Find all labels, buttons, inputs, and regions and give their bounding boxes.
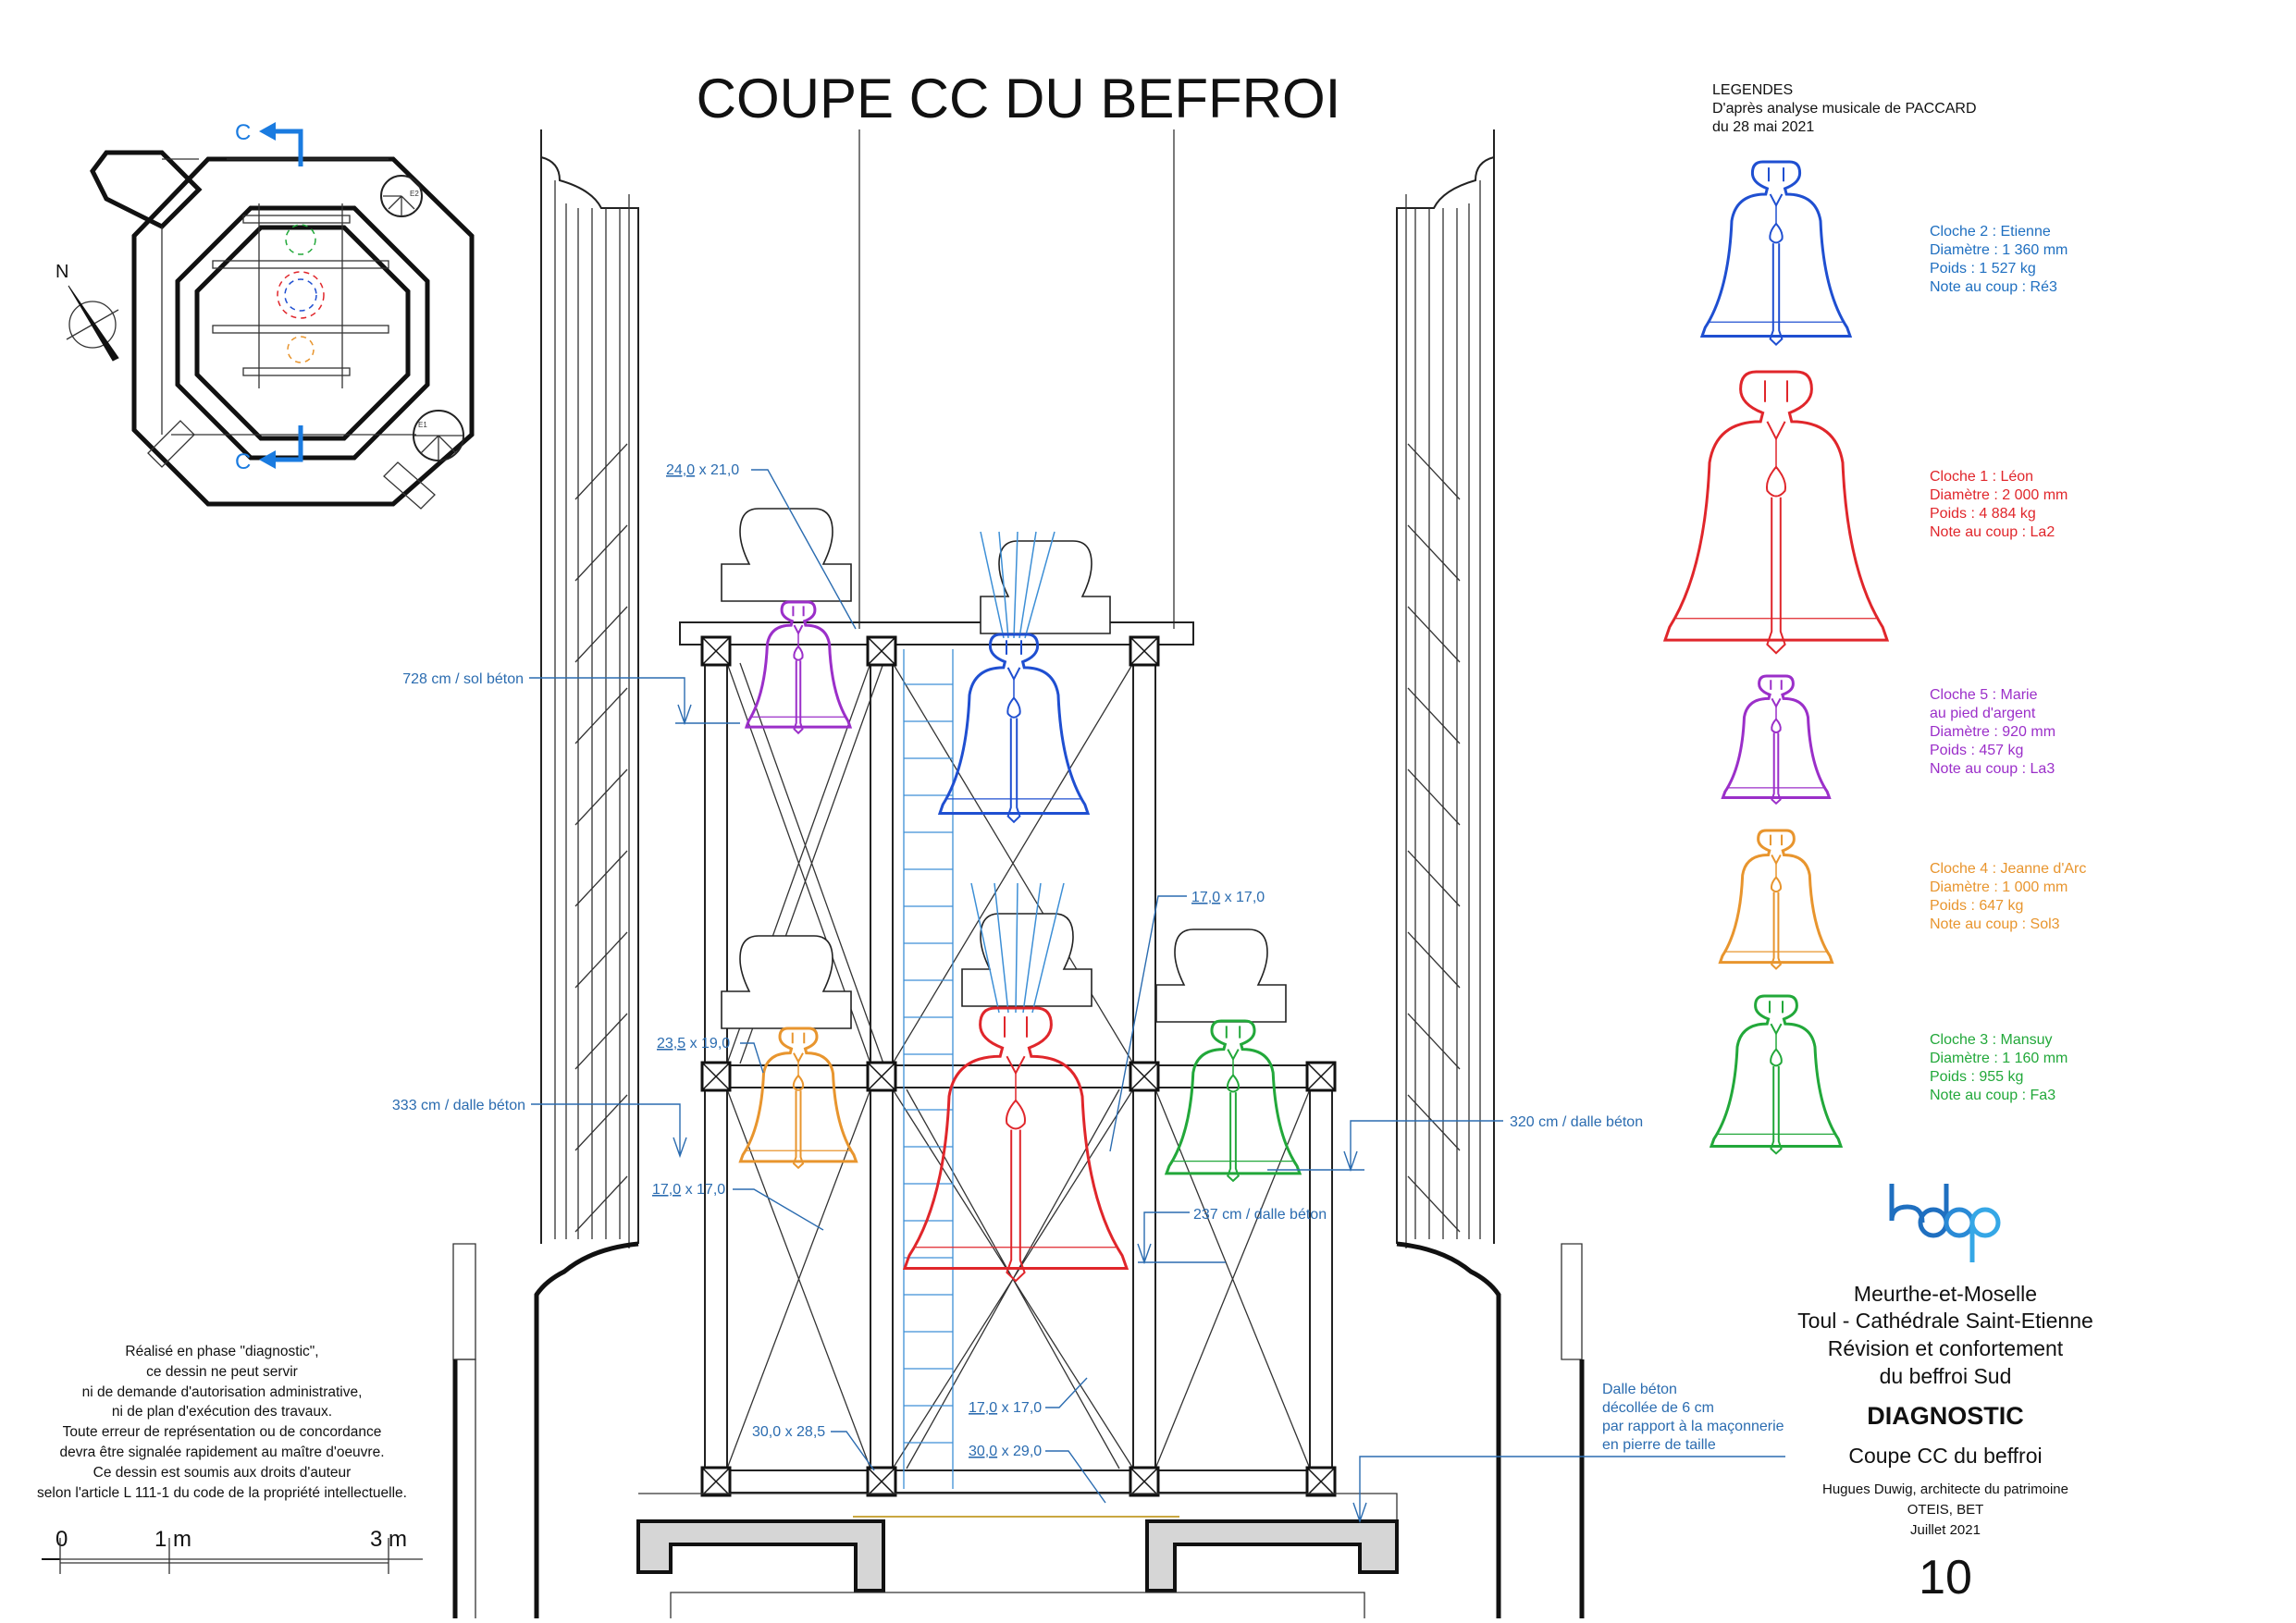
svg-text:Juillet 2021: Juillet 2021 [1910, 1522, 1981, 1538]
svg-text:Diamètre : 920 mm: Diamètre : 920 mm [1930, 724, 2055, 740]
right-wall [1396, 129, 1585, 1618]
svg-text:Cloche 5 : Marie: Cloche 5 : Marie [1930, 687, 2038, 703]
dim-30x28-5: 30,0 x 28,5 [752, 1424, 825, 1440]
dim-17x17-top: 17,0 x 17,0 [1191, 890, 1265, 905]
svg-text:Note au coup : La3: Note au coup : La3 [1930, 761, 2055, 777]
stair-tower-e1: E1 [413, 410, 464, 461]
svg-text:Note au coup : Sol3: Note au coup : Sol3 [1930, 916, 2060, 932]
svg-text:LEGENDES: LEGENDES [1712, 82, 1793, 98]
stair-tower-e2: E2 [380, 175, 423, 217]
dim-333-dalle: 333 cm / dalle béton [392, 1098, 525, 1113]
drawing-title: COUPE CC DU BEFFROI [697, 68, 1341, 129]
svg-text:1 m: 1 m [154, 1527, 191, 1552]
svg-text:Meurthe-et-Moselle: Meurthe-et-Moselle [1854, 1282, 2037, 1306]
dim-23-5x19: 23,5 x 19,0 [657, 1036, 730, 1051]
svg-text:Cloche 3 : Mansuy: Cloche 3 : Mansuy [1930, 1032, 2053, 1048]
svg-text:0: 0 [56, 1527, 68, 1552]
bell-frame [636, 508, 1399, 1618]
concrete-slab [636, 1493, 1399, 1618]
dim-320-dalle: 320 cm / dalle béton [1510, 1114, 1643, 1130]
svg-text:ce dessin ne peut servir: ce dessin ne peut servir [146, 1364, 298, 1380]
legend-bell-5-marie: Cloche 5 : Marie au pied d'argent Diamèt… [1721, 674, 2055, 805]
legend-bell-3-mansuy: Cloche 3 : Mansuy Diamètre : 1 160 mm Po… [1711, 996, 2068, 1153]
dim-17x17-left: 17,0 x 17,0 [652, 1182, 725, 1198]
svg-text:Poids : 647 kg: Poids : 647 kg [1930, 898, 2023, 914]
dim-728-sol: 728 cm / sol béton [402, 671, 524, 687]
svg-text:en pierre de taille: en pierre de taille [1602, 1437, 1716, 1453]
bell-4-jeanne-section [738, 1027, 858, 1170]
svg-text:Diamètre : 1 160 mm: Diamètre : 1 160 mm [1930, 1051, 2068, 1066]
svg-text:Poids : 1 527 kg: Poids : 1 527 kg [1930, 261, 2036, 277]
svg-text:Note au coup : Ré3: Note au coup : Ré3 [1930, 279, 2057, 295]
legend-bell-4-jeanne: Cloche 4 : Jeanne d'Arc Diamètre : 1 000… [1718, 829, 2086, 971]
svg-text:Cloche 1 : Léon: Cloche 1 : Léon [1930, 469, 2033, 485]
dim-17x17-bottom: 17,0 x 17,0 [969, 1400, 1042, 1416]
legend: LEGENDES D'après analyse musicale de PAC… [1665, 82, 2086, 1153]
svg-text:C: C [235, 449, 251, 474]
legend-bell-2-etienne: Cloche 2 : Etienne Diamètre : 1 360 mm P… [1702, 162, 2068, 345]
wall-tie-rods [574, 443, 1461, 1233]
svg-text:Note au coup : Fa3: Note au coup : Fa3 [1930, 1088, 2055, 1103]
svg-text:D'après analyse musicale de PA: D'après analyse musicale de PACCARD [1712, 101, 1977, 117]
svg-text:Diamètre : 1 000 mm: Diamètre : 1 000 mm [1930, 879, 2068, 895]
svg-text:Note au coup : La2: Note au coup : La2 [1930, 524, 2055, 540]
section-arrow-top: C [235, 120, 303, 166]
bell-3-mansuy-section [1167, 1021, 1300, 1181]
svg-text:Réalisé en phase "diagnostic",: Réalisé en phase "diagnostic", [125, 1344, 318, 1359]
svg-text:Diamètre : 1 360 mm: Diamètre : 1 360 mm [1930, 242, 2068, 258]
svg-text:C: C [235, 120, 251, 145]
key-plan: E2 E1 C C N [56, 120, 475, 510]
north-arrow-icon: N [56, 262, 119, 362]
title-block: Meurthe-et-Moselle Toul - Cathédrale Sai… [1797, 1184, 2093, 1605]
svg-text:Révision et confortement: Révision et confortement [1828, 1336, 2064, 1360]
dimension-annotations: 24,0 x 21,0 728 cm / sol béton 333 cm / … [392, 462, 1785, 1524]
svg-text:Poids : 955 kg: Poids : 955 kg [1930, 1069, 2023, 1085]
section-arrow-bottom: C [235, 425, 303, 474]
svg-text:selon l'article L 111-1 du cod: selon l'article L 111-1 du code de la pr… [37, 1485, 407, 1501]
svg-text:Dalle béton: Dalle béton [1602, 1382, 1677, 1397]
left-wall [452, 129, 639, 1618]
dim-24x21: 24,0 x 21,0 [666, 462, 739, 478]
svg-text:DIAGNOSTIC: DIAGNOSTIC [1867, 1402, 2024, 1430]
svg-text:Toute erreur de représentation: Toute erreur de représentation ou de con… [63, 1424, 382, 1440]
svg-text:au pied d'argent: au pied d'argent [1930, 706, 2036, 721]
dim-237-dalle: 237 cm / dalle béton [1193, 1207, 1327, 1223]
svg-text:décollée de 6 cm: décollée de 6 cm [1602, 1400, 1714, 1416]
svg-text:Hugues Duwig, architecte du pa: Hugues Duwig, architecte du patrimoine [1822, 1482, 2068, 1497]
svg-text:Cloche 2 : Etienne: Cloche 2 : Etienne [1930, 224, 2051, 240]
legend-bell-1-leon: Cloche 1 : Léon Diamètre : 2 000 mm Poid… [1665, 372, 2068, 653]
sheet-number: 10 [1919, 1551, 1972, 1605]
svg-text:devra être signalée rapidement: devra être signalée rapidement au maître… [59, 1445, 384, 1460]
svg-text:E1: E1 [418, 421, 427, 429]
svg-text:Coupe CC du beffroi: Coupe CC du beffroi [1848, 1444, 2042, 1468]
svg-text:ni de demande d'autorisation a: ni de demande d'autorisation administrat… [82, 1384, 363, 1400]
svg-text:du 28 mai 2021: du 28 mai 2021 [1712, 119, 1814, 135]
bell-2-etienne-section [940, 634, 1088, 822]
svg-text:ni de plan d'exécution des tra: ni de plan d'exécution des travaux. [112, 1404, 332, 1420]
svg-text:Cloche 4 : Jeanne d'Arc: Cloche 4 : Jeanne d'Arc [1930, 861, 2086, 877]
svg-text:OTEIS, BET: OTEIS, BET [1907, 1502, 1984, 1518]
svg-text:par rapport à la maçonnerie: par rapport à la maçonnerie [1602, 1419, 1784, 1434]
svg-text:Diamètre : 2 000 mm: Diamètre : 2 000 mm [1930, 487, 2068, 503]
svg-text:Ce dessin est soumis aux droit: Ce dessin est soumis aux droits d'auteur [93, 1465, 352, 1481]
svg-text:Poids : 4 884 kg: Poids : 4 884 kg [1930, 506, 2036, 522]
hdap-logo [1889, 1184, 2001, 1262]
disclaimer: Réalisé en phase "diagnostic", ce dessin… [37, 1344, 407, 1501]
svg-text:Poids : 457 kg: Poids : 457 kg [1930, 743, 2023, 758]
svg-text:E2: E2 [410, 190, 419, 198]
dim-30x29: 30,0 x 29,0 [969, 1444, 1042, 1459]
ladder [903, 649, 954, 1489]
svg-text:N: N [56, 262, 68, 282]
scale-bar: 0 1 m 3 m [42, 1527, 423, 1574]
svg-text:du beffroi Sud: du beffroi Sud [1880, 1364, 2012, 1388]
svg-text:Toul - Cathédrale Saint-Etienn: Toul - Cathédrale Saint-Etienne [1797, 1309, 2093, 1333]
slab-note: Dalle béton décollée de 6 cm par rapport… [1352, 1382, 1785, 1524]
